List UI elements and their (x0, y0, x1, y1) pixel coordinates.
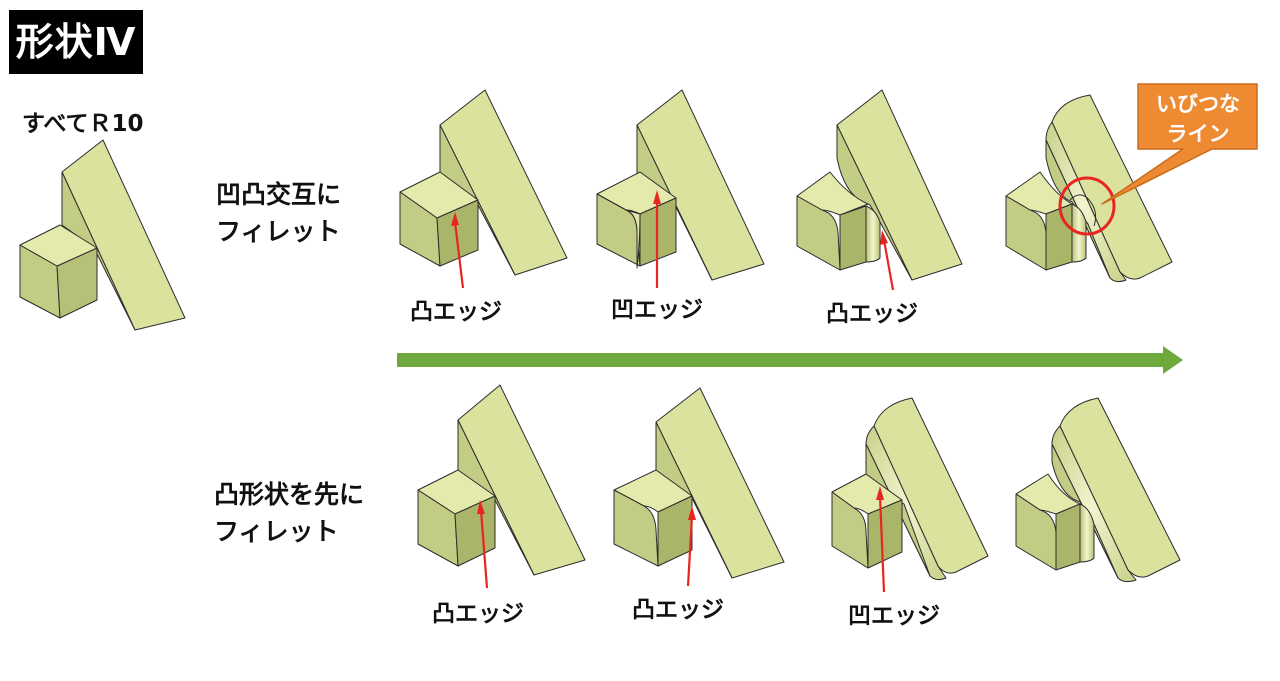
arrow-head (1163, 346, 1183, 374)
row2-label-line2: フィレット (214, 517, 339, 546)
pointer-3 (882, 239, 895, 291)
row2-edge-label-2: 凸エッジ (632, 597, 724, 623)
callout-line1: いびつな (1156, 92, 1240, 116)
pointer-4 (479, 509, 489, 589)
row2-pointers (477, 486, 886, 593)
cube-side-face (1045, 203, 1073, 271)
row1-label: 凹凸交互に フィレット (216, 176, 341, 250)
cube-side-face (1055, 503, 1081, 571)
row2-label-line1: 凸形状を先に (214, 480, 365, 509)
pointer-6-head (876, 486, 884, 500)
pointer-6 (878, 495, 886, 593)
callout-text: いびつな ライン (1138, 89, 1258, 149)
row1-model-2 (596, 89, 765, 281)
row2-edge-label-3: 凹エッジ (848, 603, 940, 629)
cube-front-face (831, 491, 869, 569)
subtitle-all-r10: すべてＲ10 (22, 111, 144, 137)
pointer-3-head (880, 230, 888, 245)
process-arrow (397, 346, 1183, 374)
row1-model-3 (796, 89, 963, 281)
highlight-circle (1058, 176, 1116, 236)
cube-side-face (839, 205, 867, 271)
cube-front-face (796, 195, 841, 271)
callout (1101, 83, 1258, 205)
row1-pointers (451, 190, 895, 291)
row1-label-line2: フィレット (216, 217, 341, 246)
pointer-1-head (451, 212, 459, 226)
irregular-line (1069, 194, 1097, 227)
row2-model-3 (831, 397, 989, 581)
row1-edge-label-2: 凹エッジ (611, 297, 703, 323)
arrow-shaft (397, 353, 1167, 367)
row1-model-1 (399, 89, 568, 276)
row2-model-4 (1015, 397, 1181, 583)
callout-shape (1101, 83, 1258, 205)
pointer-4-head (477, 500, 485, 514)
cube-side-face (657, 495, 693, 567)
page-title: 形状Ⅳ (9, 10, 143, 74)
cube-side-face (436, 199, 479, 267)
row1-label-line1: 凹凸交互に (216, 180, 342, 209)
concave-fillet-face (865, 205, 881, 263)
cube-front-face (613, 489, 659, 567)
wedge-back-face (655, 421, 733, 579)
row2-model-1 (417, 384, 586, 576)
pointer-5-head (688, 506, 696, 520)
pointer-2-head (653, 190, 661, 204)
row1-model-4 (1005, 94, 1173, 283)
callout-line2: ライン (1166, 122, 1230, 146)
row2-model-2 (613, 387, 785, 579)
cube-top-face (796, 171, 869, 216)
pointer-5 (686, 515, 694, 587)
base-cube-top-face (19, 224, 98, 267)
row2-label: 凸形状を先に フィレット (214, 476, 364, 550)
row2-edge-label-1: 凸エッジ (432, 601, 524, 627)
row1-edge-label-3: 凸エッジ (826, 301, 918, 327)
base-model (19, 139, 186, 331)
cube-side-face (867, 499, 903, 569)
row1-edge-label-1: 凸エッジ (410, 299, 502, 325)
pointer-1 (453, 221, 465, 289)
concave-fillet-face (1079, 503, 1095, 563)
